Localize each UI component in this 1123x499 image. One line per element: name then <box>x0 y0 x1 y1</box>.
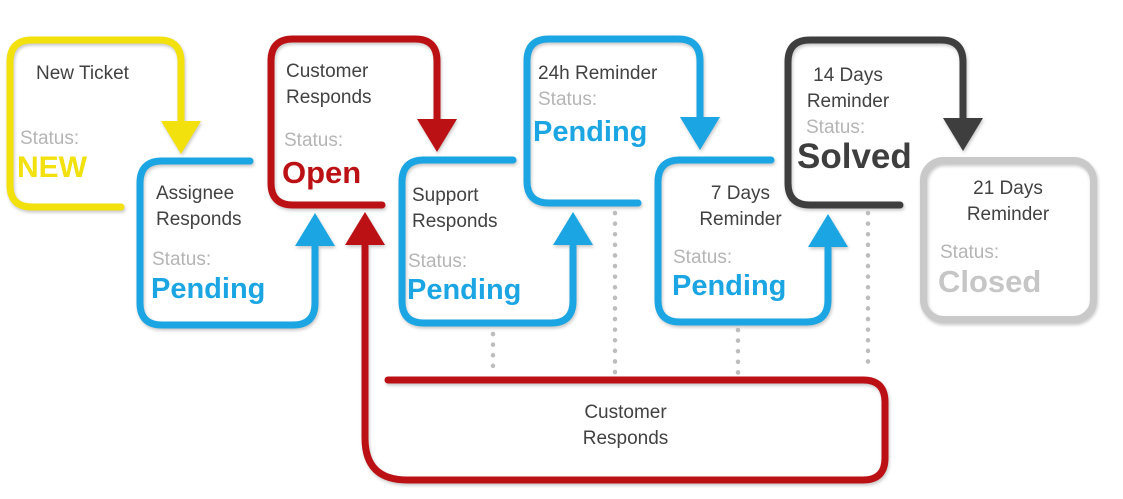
node-assignee-status-label: Status: <box>152 249 212 270</box>
arrow-support-to-24h-icon <box>553 212 593 245</box>
node-21days-label-line1: 21 Days <box>973 178 1043 199</box>
node-14days-status-value: Solved <box>797 137 912 176</box>
node-14days-status-label: Status: <box>806 117 866 138</box>
node-21days-status-value: Closed <box>938 264 1042 299</box>
node-loop-customer-responds-border <box>361 242 889 484</box>
node-support-label: Support Responds <box>412 183 498 235</box>
node-assignee-label: Assignee Responds <box>156 181 242 233</box>
node-support-label-line1: Support <box>412 185 479 206</box>
node-assignee-label-line2: Responds <box>156 209 242 230</box>
node-new-ticket-border <box>6 36 185 211</box>
node-loop-label-line1: Customer <box>584 402 667 423</box>
node-customer-label-line2: Responds <box>286 87 372 108</box>
node-assignee-label-line1: Assignee <box>156 183 235 204</box>
node-21days-label: 21 Days Reminder <box>933 176 1083 228</box>
node-customer-label-line1: Customer <box>286 61 369 82</box>
node-7days-reminder-border <box>654 156 832 326</box>
node-24h-label: 24h Reminder <box>538 63 658 84</box>
node-21days-reminder-border <box>920 157 1097 323</box>
node-14days-label-line2: Reminder <box>806 91 890 112</box>
node-24h-status-label: Status: <box>538 89 598 110</box>
node-customer-status-value: Open <box>282 155 362 190</box>
node-assignee-border <box>136 157 319 329</box>
node-7days-label: 7 Days Reminder <box>658 181 823 233</box>
arrow-loop-to-customer-icon <box>345 212 385 245</box>
node-support-status-label: Status: <box>408 251 468 272</box>
node-loop-label: Customer Responds <box>388 400 863 452</box>
node-14days-reminder-border <box>784 36 967 209</box>
node-new-ticket-label: New Ticket <box>36 63 129 84</box>
node-support-status-value: Pending <box>407 274 522 306</box>
node-customer-label: Customer Responds <box>286 59 372 111</box>
arrow-24h-to-7days-icon <box>680 117 720 150</box>
arrow-new-ticket-to-assignee-icon <box>161 121 201 154</box>
node-new-ticket-status-label: Status: <box>20 128 80 149</box>
node-24h-reminder-border <box>523 35 704 207</box>
node-customer-responds-border <box>267 35 441 209</box>
node-loop-label-line2: Responds <box>582 428 669 449</box>
node-14days-label: 14 Days Reminder <box>773 63 923 115</box>
node-7days-label-line1: 7 Days <box>710 183 771 204</box>
node-support-label-line2: Responds <box>412 211 498 232</box>
node-7days-status-value: Pending <box>672 270 787 302</box>
arrow-customer-to-support-icon <box>417 119 457 152</box>
node-new-ticket-status-value: NEW <box>17 151 87 184</box>
arrow-assignee-to-customer-icon <box>295 213 335 246</box>
arrow-14days-to-21days-icon <box>943 118 983 151</box>
node-support-border <box>398 156 577 327</box>
node-21days-label-line2: Reminder <box>966 204 1050 225</box>
arrow-7days-to-14days-icon <box>808 214 848 247</box>
node-7days-status-label: Status: <box>673 247 733 268</box>
node-21days-status-label: Status: <box>940 242 1000 263</box>
node-24h-status-value: Pending <box>533 116 648 148</box>
node-customer-status-label: Status: <box>284 130 344 151</box>
node-assignee-status-value: Pending <box>151 273 266 305</box>
node-14days-label-line1: 14 Days <box>813 65 883 86</box>
node-7days-label-line2: Reminder <box>699 209 782 230</box>
